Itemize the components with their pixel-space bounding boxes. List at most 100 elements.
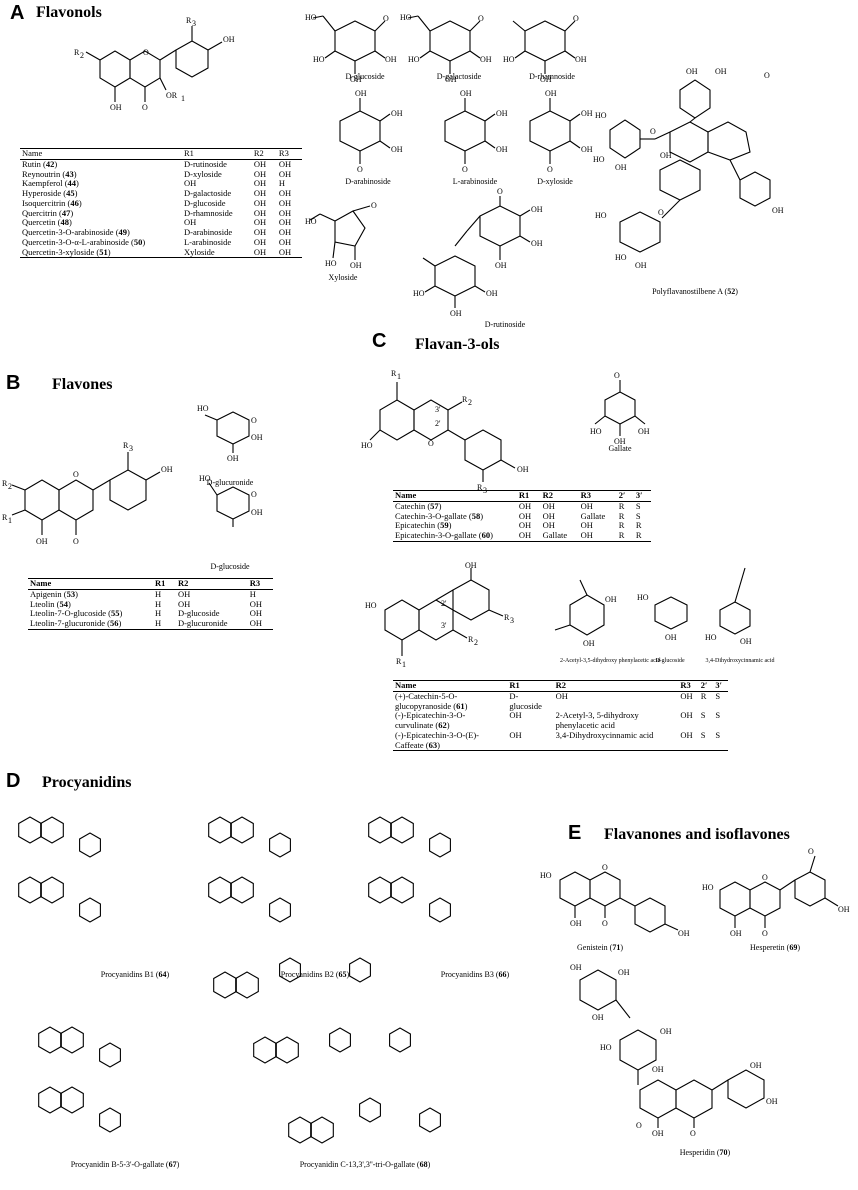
cell-c2: S [700,710,706,721]
col-r2: R2 [175,578,248,590]
svg-text:O: O [658,208,664,217]
svg-text:OH: OH [686,67,698,76]
cell-r3: OH [278,236,292,247]
svg-text:OH: OH [678,929,690,938]
caption-67: Procyanidin B-5-3'-O-gallate (67) [70,1160,180,1169]
cell-c3: S [715,710,721,721]
cell-name: Quercetin (48) [22,217,72,228]
cell-name: Lteolin-7-glucuronide (56) [28,618,154,630]
svg-text:OH: OH [161,465,173,474]
table-flavan3ols-derivatives: Name R1 R2 R3 2′ 3′ (+)-Catechin-5-O-glu… [393,680,728,752]
svg-text:OH: OH [496,109,508,118]
table-row: Quercetin-3-O-arabinoside (49)D-arabinos… [20,227,302,238]
col-name: Name [393,680,508,692]
ring [288,1116,312,1144]
sugar-d-glucoside: D-glucoside [345,72,385,81]
svg-text:O: O [462,165,468,174]
cell-r3: OH [278,158,292,169]
col-name: Name [393,490,517,502]
cell-r3: OH [580,520,593,531]
cell-r1: D-xyloside [183,168,222,179]
svg-text:O: O [547,165,553,174]
svg-text:O: O [251,416,257,425]
cell-r2: OH [542,510,555,521]
cell-c2: R [616,530,634,542]
ring [79,897,101,923]
caption-52: Polyflavanostilbene A (52) [652,287,738,296]
svg-text:OH: OH [445,75,457,84]
cell-r1: D-galactoside [183,188,232,199]
svg-text:3: 3 [129,444,133,453]
svg-text:OH: OH [838,905,850,914]
svg-text:OH: OH [350,75,362,84]
svg-text:O: O [371,201,377,210]
col-name: Name [20,148,182,160]
svg-text:2': 2' [435,419,441,428]
svg-text:HO: HO [313,55,325,64]
cell-c3: S [635,510,641,521]
cell-r2: OH [253,227,267,238]
svg-text:HO: HO [702,883,714,892]
cell-r1: OH [507,730,554,752]
cell-name: Epicatechin (59) [395,520,452,531]
panel-c-label: C [372,330,387,352]
cell-r1: L-arabinoside [183,236,232,247]
cell-r3: OH [678,730,699,752]
ring [213,971,237,999]
cell-c2: R [618,510,625,521]
ring [99,1107,121,1133]
cell-name: Lteolin-7-O-glucoside (55) [30,608,123,619]
svg-text:OH: OH [730,929,742,938]
svg-text:3': 3' [441,621,447,630]
svg-text:HO: HO [413,289,425,298]
cell-r1: D-glucoside [509,690,542,711]
svg-text:OH: OH [635,261,647,270]
cell-name: Quercetin-3-O-arabinoside (49) [22,227,130,238]
sugar-xyloside: Xyloside [328,273,358,282]
cell-r3: H [249,588,256,599]
caption-70: Hesperidin (70) [679,1148,731,1157]
svg-text:HO: HO [595,211,607,220]
cell-r2: 3,4-Dihydroxycinnamic acid [553,730,679,752]
ring [99,1042,121,1068]
ring [429,832,451,858]
svg-text:O: O [573,14,579,23]
ring [368,816,392,844]
svg-text:OH: OH [545,89,557,98]
svg-text:O: O [650,127,656,136]
cell-r2: OH [253,178,267,189]
cell-r3: OH [680,710,693,721]
sugar-d-rhamnoside: D-rhamnoside [529,72,575,81]
ring [349,957,371,983]
svg-text:OH: OH [385,55,397,64]
cell-r3: OH [680,690,693,701]
ring [269,897,291,923]
cell-r2: OH [253,188,267,199]
svg-text:HO: HO [705,633,717,642]
cell-c3: S [715,690,721,701]
cell-r3: OH [249,608,262,619]
svg-text:OH: OH [251,508,263,517]
svg-text:OH: OH [355,89,367,98]
cell-r3: H [278,178,286,189]
svg-text:HO: HO [615,253,627,262]
cell-name: Hyperoside (45) [22,188,78,199]
cell-r3: OH [278,207,292,218]
svg-text:HO: HO [400,13,412,22]
ring [368,876,392,904]
cell-r3: OH [580,500,593,511]
cell-name: (-)-Epicatechin-3-O-curvulinate (62) [395,710,466,731]
col-3prime: 3′ [633,490,651,502]
panel-c-title: Flavan-3-ols [415,336,500,353]
table-row: Quercetin-3-O-α-L-arabinoside (50)L-arab… [20,236,302,248]
cell-r3: Gallate [580,510,606,521]
